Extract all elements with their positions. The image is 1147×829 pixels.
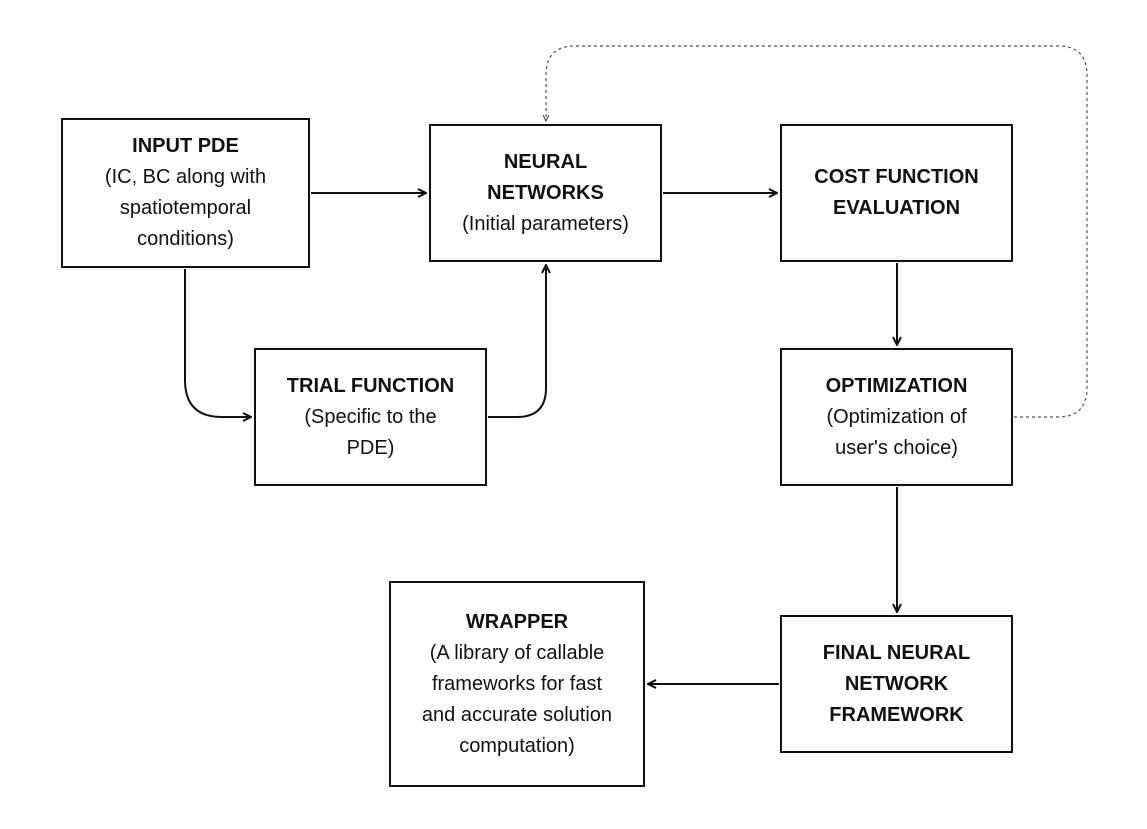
input-pde-box: INPUT PDE (IC, BC along with spatiotempo…: [61, 118, 310, 268]
wrapper-box: WRAPPER (A library of callable framework…: [389, 581, 645, 787]
trial-function-box: TRIAL FUNCTION (Specific to the PDE): [254, 348, 487, 486]
optimization-title: OPTIMIZATION: [825, 374, 968, 397]
edge-trial-function-to-neural-networks: [488, 265, 546, 418]
wrapper-desc-line: frameworks for fast: [431, 672, 603, 695]
cost-function-title-line: COST FUNCTION: [814, 166, 979, 188]
wrapper-desc-line: and accurate solution: [421, 703, 613, 726]
input-pde-title: INPUT PDE: [132, 135, 239, 157]
final-network-title-line: NETWORK: [844, 672, 949, 695]
input-pde-desc-line: conditions): [137, 228, 234, 250]
final-network-box: FINAL NEURAL NETWORK FRAMEWORK: [780, 615, 1013, 753]
neural-networks-box: NEURAL NETWORKS (Initial parameters): [429, 124, 662, 262]
wrapper-desc-line: (A library of callable: [429, 641, 605, 664]
trial-function-title: TRIAL FUNCTION: [286, 374, 455, 397]
neural-networks-title-line: NEURAL: [503, 150, 588, 173]
wrapper-title: WRAPPER: [465, 610, 569, 633]
optimization-box: OPTIMIZATION (Optimization of user's cho…: [780, 348, 1013, 486]
cost-function-box: COST FUNCTION EVALUATION: [780, 124, 1013, 262]
trial-function-desc-line: (Specific to the: [304, 405, 437, 428]
final-network-title-line: FRAMEWORK: [829, 703, 964, 726]
edge-optimization-feedback-to-neural-networks: [546, 45, 1088, 418]
edge-input-to-trial-function: [184, 269, 251, 417]
optimization-desc-line: user's choice): [835, 436, 958, 459]
input-pde-desc-line: (IC, BC along with: [104, 166, 267, 188]
neural-networks-title-line: NETWORKS: [487, 181, 604, 204]
wrapper-desc-line: computation): [459, 734, 575, 757]
optimization-desc-line: (Optimization of: [826, 405, 967, 428]
trial-function-desc-line: PDE): [346, 436, 395, 459]
final-network-title-line: FINAL NEURAL: [822, 641, 971, 664]
neural-networks-desc: (Initial parameters): [462, 212, 629, 235]
cost-function-title-line: EVALUATION: [832, 197, 961, 219]
input-pde-desc-line: spatiotemporal: [119, 197, 252, 219]
